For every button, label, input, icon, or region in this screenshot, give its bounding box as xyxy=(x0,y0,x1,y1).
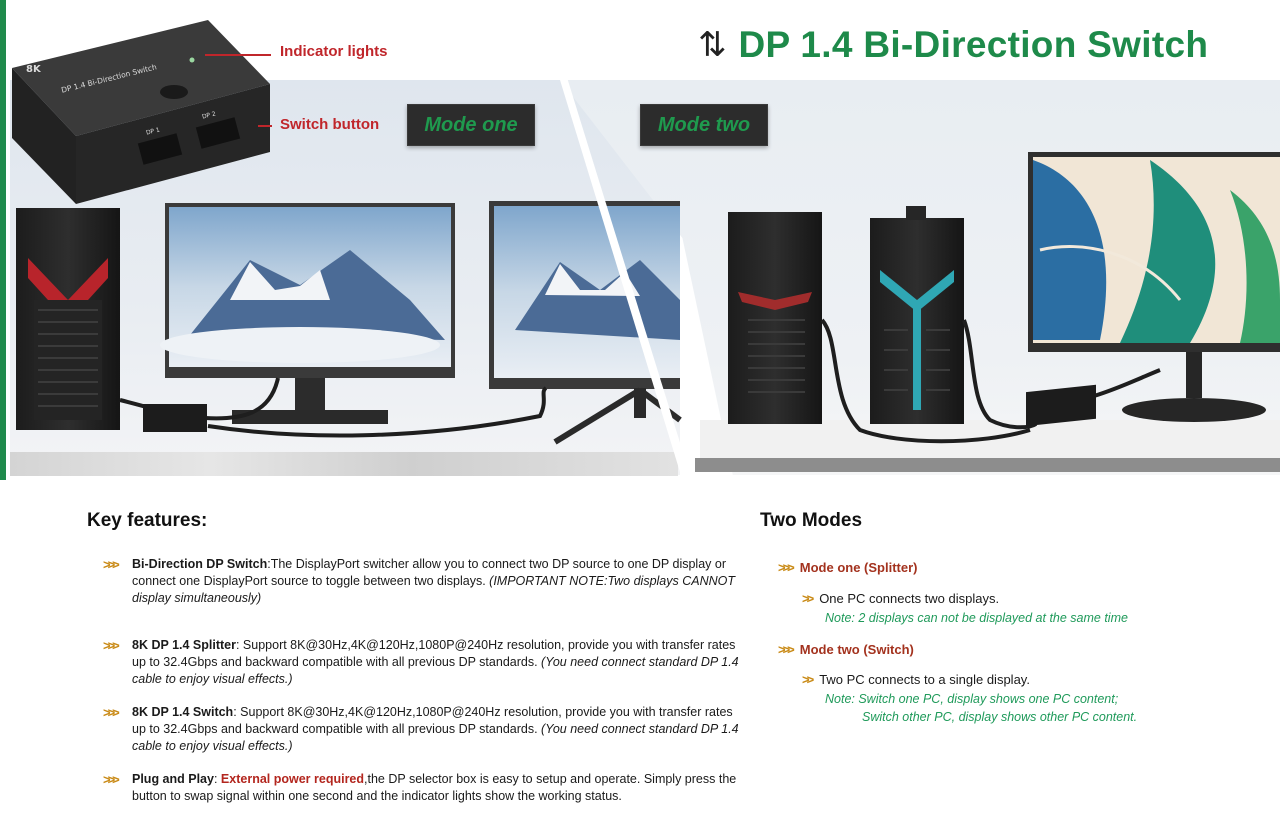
chevron-icon: >>> xyxy=(103,772,120,787)
chevron-icon: >>> xyxy=(103,705,120,720)
chevron-icon: >>> xyxy=(103,557,120,572)
mode-two-note-1: Note: Switch one PC, display shows one P… xyxy=(825,692,1119,706)
mode-two-heading: >>>Mode two (Switch) xyxy=(778,642,914,657)
monitor-two xyxy=(489,201,682,445)
feature-item: >>> Bi-Direction DP Switch:The DisplayPo… xyxy=(103,557,736,605)
chevron-icon: >> xyxy=(802,672,814,687)
pc-tower-teal xyxy=(870,206,964,424)
mode-one-desc: >>One PC connects two displays. xyxy=(802,591,1000,606)
indicator-callout: Indicator lights xyxy=(280,43,388,60)
chevron-icon: >>> xyxy=(778,560,795,575)
marble-desk xyxy=(10,452,678,476)
bidirectional-arrows-icon: ⇅ xyxy=(698,25,727,65)
key-features-title: Key features: xyxy=(87,510,208,531)
chevron-icon: >> xyxy=(802,591,814,606)
monitor-leaves xyxy=(1028,152,1280,422)
mode-one-label: Mode one xyxy=(407,104,535,146)
indicator-callout-line xyxy=(205,54,271,56)
switch-box-left xyxy=(119,377,548,438)
switch-button-callout: Switch button xyxy=(280,116,380,133)
pc-tower-left xyxy=(16,208,120,430)
mode-two-note-2: Switch other PC, display shows other PC … xyxy=(862,710,1138,724)
chevron-icon: >>> xyxy=(103,638,120,653)
pc-tower-red xyxy=(728,212,822,424)
chevron-icon: >>> xyxy=(778,642,795,657)
product-banner: 8K DP 1.4 Bi-Direction Switch DP 1 DP 2 … xyxy=(0,0,1280,480)
banner-title: ⇅ DP 1.4 Bi-Direction Switch xyxy=(698,22,1208,68)
device-8k-badge: 8K xyxy=(26,64,41,75)
feature-item: >>> 8K DP 1.4 Splitter: Support 8K@30Hz,… xyxy=(103,638,739,686)
switch-device-image: 8K DP 1.4 Bi-Direction Switch DP 1 DP 2 xyxy=(12,20,270,204)
feature-item: >>> 8K DP 1.4 Switch: Support 8K@30Hz,4K… xyxy=(103,705,739,753)
desk-edge xyxy=(695,458,1280,472)
mode-one-heading: >>>Mode one (Splitter) xyxy=(778,560,918,575)
page-title: DP 1.4 Bi-Direction Switch xyxy=(738,24,1209,65)
two-modes-title: Two Modes xyxy=(760,510,863,531)
mode-one-note: Note: 2 displays can not be displayed at… xyxy=(825,611,1128,625)
mode-two-label: Mode two xyxy=(640,104,768,146)
green-edge-bar xyxy=(0,0,6,480)
feature-item: >>> Plug and Play: External power requir… xyxy=(103,772,737,803)
mode-two-desc: >>Two PC connects to a single display. xyxy=(802,672,1030,687)
switch-box-right xyxy=(820,318,1161,444)
monitor-one xyxy=(160,203,455,424)
switch-callout-line xyxy=(258,125,272,127)
